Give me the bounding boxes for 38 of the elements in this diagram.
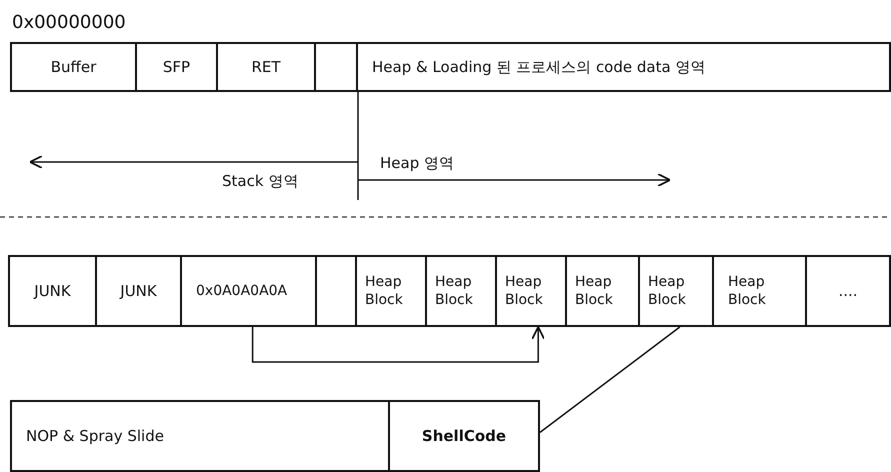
memory-cell (8, 255, 97, 327)
memory-cell (805, 255, 891, 327)
memory-cell (565, 255, 640, 327)
cell-label: Heap Block (505, 273, 544, 309)
memory-cell (638, 255, 714, 327)
arrow (252, 326, 546, 363)
memory-cell (135, 42, 218, 92)
cell-label: JUNK (34, 282, 71, 300)
cell-label: Buffer (50, 58, 96, 76)
region-label: Heap 영역 (380, 154, 454, 173)
cell-label: Heap Block (575, 273, 614, 309)
cell-label: JUNK (120, 282, 157, 300)
empty-memory-cell (315, 255, 357, 327)
memory-cell (495, 255, 567, 327)
connector-line (540, 326, 680, 433)
memory-cell (10, 42, 137, 92)
memory-cell (425, 255, 497, 327)
cell-label: Heap & Loading 된 프로세스의 code data 영역 (372, 58, 706, 76)
memory-cell (388, 400, 540, 472)
cell-label: .... (838, 282, 858, 300)
cell-label: Heap Block (435, 273, 474, 309)
memory-cell (356, 42, 891, 92)
cell-label: 0x0A0A0A0A (196, 282, 288, 300)
memory-cell (10, 400, 390, 472)
cell-label: SFP (162, 58, 190, 76)
cell-label: Heap Block (648, 273, 687, 309)
memory-cell (355, 255, 427, 327)
cell-label: ShellCode (422, 427, 506, 445)
region-label: Stack 영역 (222, 172, 298, 191)
memory-cell (216, 42, 316, 92)
empty-memory-cell (314, 42, 358, 92)
memory-cell (95, 255, 182, 327)
memory-cell (712, 255, 807, 327)
memory-cell (180, 255, 317, 327)
cell-label: Heap Block (365, 273, 404, 309)
cell-label: RET (251, 58, 281, 76)
cell-label: Heap Block (728, 273, 767, 309)
cell-label: NOP & Spray Slide (26, 427, 164, 445)
